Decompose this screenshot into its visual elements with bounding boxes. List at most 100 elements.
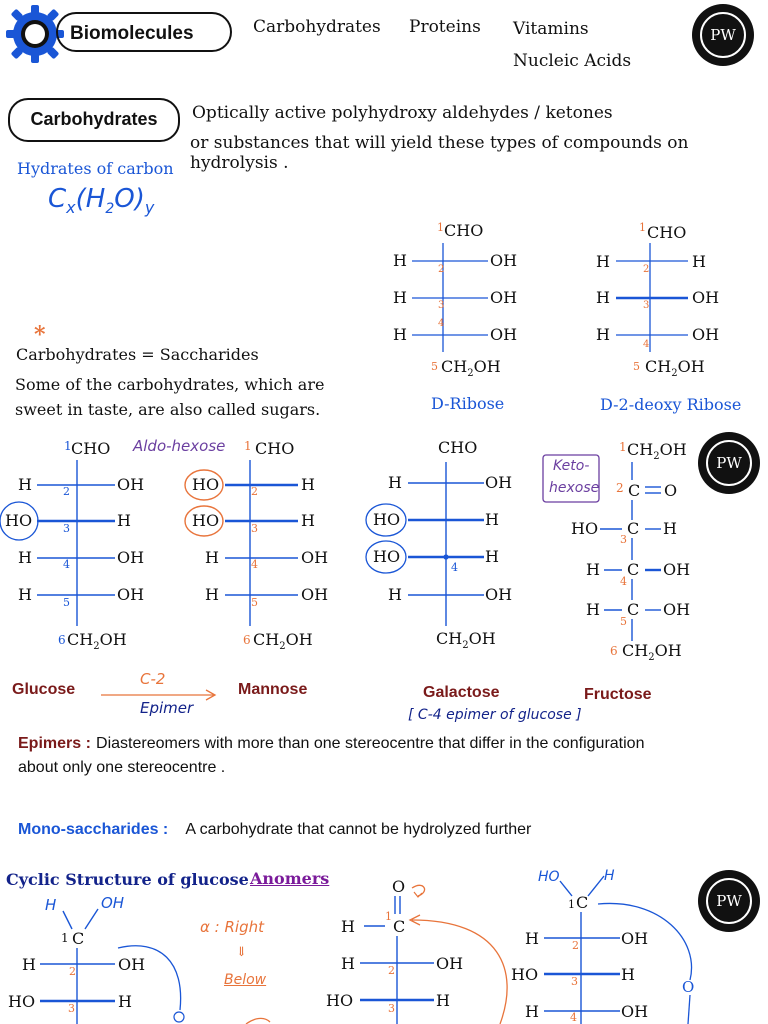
ribose-row1-right: OH bbox=[490, 251, 518, 270]
s2-r1-r: OH bbox=[436, 954, 464, 973]
alpha-note-1: α : Right bbox=[200, 918, 264, 936]
glucose-r2-r: H bbox=[117, 511, 131, 530]
s3-num-4: 4 bbox=[570, 1011, 577, 1024]
pw-logo: PW bbox=[692, 4, 754, 66]
definition-line-1: Optically active polyhydroxy aldehydes /… bbox=[192, 103, 613, 123]
s1-r1-l: H bbox=[22, 955, 36, 974]
s3-r3-r: OH bbox=[621, 1002, 649, 1021]
nav-carbohydrates[interactable]: Carbohydrates bbox=[253, 17, 381, 37]
galactose-bottom: CH2OH bbox=[436, 629, 496, 652]
s3-r2-l: HO bbox=[511, 965, 539, 984]
sweet-line-1: Some of the carbohydrates, which are bbox=[15, 375, 325, 394]
s3-r1-l: H bbox=[525, 929, 539, 948]
hydrates-of-carbon: Hydrates of carbon bbox=[17, 159, 174, 178]
mannose-bottom: CH2OH bbox=[253, 630, 313, 653]
glucose-num-4: 4 bbox=[63, 558, 70, 571]
epimer-arrow-label: Epimer bbox=[140, 699, 194, 717]
fructose-num-1: 1 bbox=[619, 440, 627, 454]
glucose-num-3: 3 bbox=[63, 522, 70, 535]
general-formula: Cx(H2O)y bbox=[48, 184, 155, 218]
deoxy-name: D-2-deoxy Ribose bbox=[600, 395, 742, 414]
galactose-r2-l: HO bbox=[373, 510, 401, 529]
s1-num-3: 3 bbox=[68, 1002, 75, 1015]
deoxy-bottom: CH2OH bbox=[645, 357, 705, 380]
galactose-r3-r: H bbox=[485, 547, 499, 566]
glucose-bottom: CH2OH bbox=[67, 630, 127, 653]
ribose-row1-left: H bbox=[393, 251, 407, 270]
mannose-r2-r: H bbox=[301, 511, 315, 530]
fructose-c2-oxygen: O bbox=[664, 481, 678, 500]
nav-vitamins[interactable]: Vitamins bbox=[513, 19, 589, 39]
s3-num-2: 2 bbox=[572, 939, 579, 952]
pw-logo-bottom: PW bbox=[698, 870, 760, 932]
fructose-bottom: CH2OH bbox=[622, 641, 682, 664]
deoxy-num-3: 3 bbox=[643, 300, 650, 311]
ribose-bottom: CH2OH bbox=[441, 357, 501, 380]
pw-logo-mid: PW bbox=[698, 432, 760, 494]
epimers-text-2: about only one stereocentre . bbox=[18, 759, 226, 776]
s3-carbon: C bbox=[576, 893, 589, 912]
fructose-num-2: 2 bbox=[616, 481, 624, 495]
nav-nucleic-acids[interactable]: Nucleic Acids bbox=[513, 51, 632, 71]
galactose-name: Galactose bbox=[423, 684, 500, 701]
s1-r2-r: H bbox=[118, 992, 132, 1011]
glucose-r1-l: H bbox=[18, 475, 32, 494]
s3-r1-r: OH bbox=[621, 929, 649, 948]
epimers-text-1: Diastereomers with more than one stereoc… bbox=[96, 735, 645, 752]
glucose-r2-l: HO bbox=[5, 511, 33, 530]
s1-num-1: 1 bbox=[61, 931, 69, 945]
deoxy-row3-right: OH bbox=[692, 325, 720, 344]
glucose-name: Glucose bbox=[12, 681, 76, 698]
mannose-num-1: 1 bbox=[244, 439, 252, 453]
epimers-term: Epimers : bbox=[18, 735, 91, 752]
topic-badge[interactable]: Biomolecules bbox=[56, 12, 232, 52]
mannose-num-5: 5 bbox=[251, 596, 258, 609]
fructose-r1-l: HO bbox=[571, 519, 599, 538]
mannose-r1-l: HO bbox=[192, 475, 220, 494]
saccharides-line: Carbohydrates = Saccharides bbox=[16, 345, 259, 364]
s3-ring-oxygen: O bbox=[682, 978, 695, 996]
star-mark: * bbox=[34, 322, 46, 348]
mannose-r4-r: OH bbox=[301, 585, 329, 604]
glucose-r4-l: H bbox=[18, 585, 32, 604]
s2-num-3: 3 bbox=[388, 1002, 395, 1015]
glucose-num-5: 5 bbox=[63, 596, 70, 609]
anomers-label: Anomers bbox=[250, 869, 330, 888]
ribose-row3-left: H bbox=[393, 325, 407, 344]
monosaccharides-text: A carbohydrate that cannot be hydrolyzed… bbox=[185, 821, 532, 838]
cyclic-title: Cyclic Structure of glucose bbox=[6, 870, 249, 889]
s1-r1-r: OH bbox=[118, 955, 146, 974]
galactose-r1-r: OH bbox=[485, 473, 513, 492]
ribose-row2-left: H bbox=[393, 288, 407, 307]
galactose-r3-l: HO bbox=[373, 547, 401, 566]
s1-num-2: 2 bbox=[69, 965, 76, 978]
glucose-num-1: 1 bbox=[64, 439, 72, 453]
fructose-num-6: 6 bbox=[610, 644, 618, 658]
mannose-num-4: 4 bbox=[251, 558, 258, 571]
fructose-r2-c: C bbox=[627, 560, 640, 579]
glucose-num-6: 6 bbox=[58, 633, 66, 647]
mannose-name: Mannose bbox=[238, 681, 308, 698]
glucose-r1-r: OH bbox=[117, 475, 145, 494]
mannose-r2-l: HO bbox=[192, 511, 220, 530]
epimers-definition: Epimers : Diastereomers with more than o… bbox=[18, 731, 758, 779]
mannose-r3-r: OH bbox=[301, 548, 329, 567]
fructose-top: CH2OH bbox=[627, 440, 687, 463]
deoxy-row3-left: H bbox=[596, 325, 610, 344]
mannose-num-2: 2 bbox=[251, 485, 258, 498]
s2-num-1: 1 bbox=[385, 910, 392, 923]
deoxy-row2-left: H bbox=[596, 288, 610, 307]
galactose-r2-r: H bbox=[485, 510, 499, 529]
nav-proteins[interactable]: Proteins bbox=[409, 17, 481, 37]
s3-r3-l: H bbox=[525, 1002, 539, 1021]
c2-arrow-label: C-2 bbox=[140, 670, 166, 688]
galactose-r1-l: H bbox=[388, 473, 402, 492]
s2-r1-l: H bbox=[341, 954, 355, 973]
fructose-r2-r: OH bbox=[663, 560, 691, 579]
s2-num-2: 2 bbox=[388, 964, 395, 977]
s2-r2-r: H bbox=[436, 991, 450, 1010]
mannose-top: CHO bbox=[255, 439, 295, 458]
ribose-top: CHO bbox=[444, 221, 484, 240]
glucose-r4-r: OH bbox=[117, 585, 145, 604]
galactose-note: [ C-4 epimer of glucose ] bbox=[408, 707, 582, 723]
